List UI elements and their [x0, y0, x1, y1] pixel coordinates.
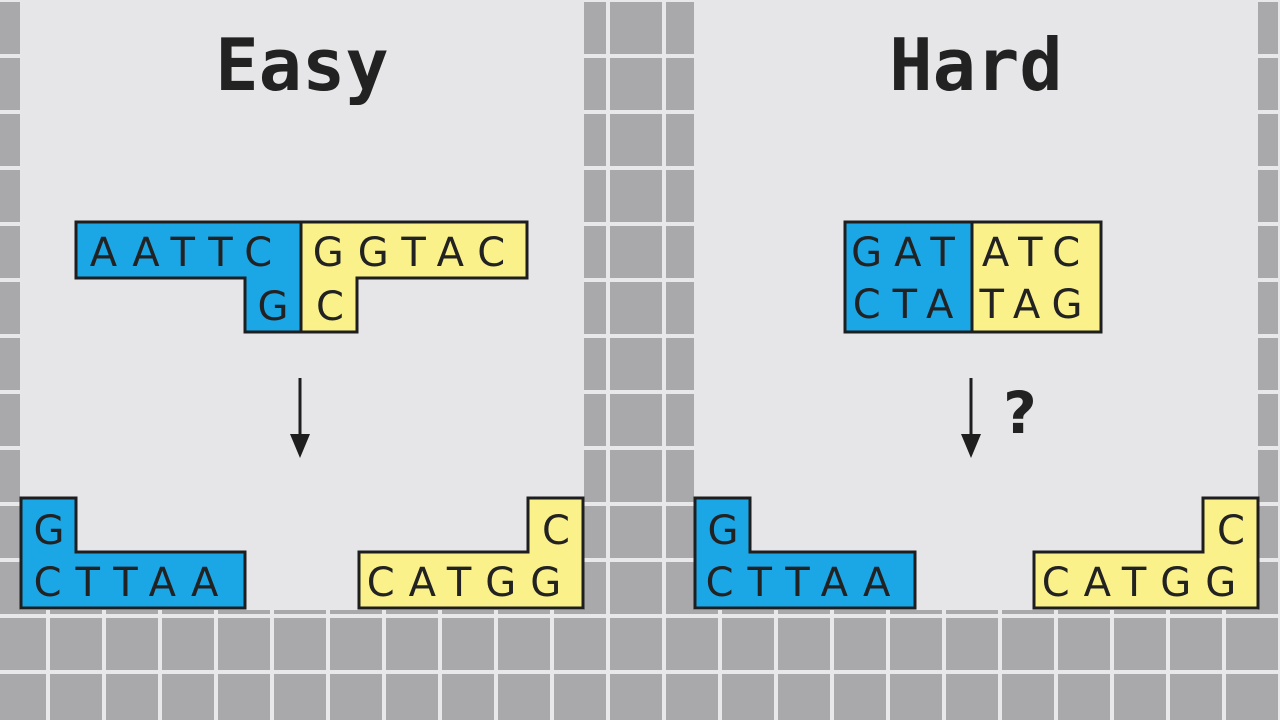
hard-title: Hard	[889, 23, 1063, 107]
easy-fallen-yellow-block	[357, 496, 585, 610]
easy-yellow-joined-block	[299, 220, 529, 334]
hard-fallen-blue-block	[693, 496, 917, 610]
easy-fallen-left-bottom: CTTAA	[34, 560, 233, 606]
easy-joined-left-bottom: G	[258, 284, 289, 330]
easy-fallen-left-top: G	[34, 508, 65, 554]
hard-fallen-right-piece: C CATGG	[1032, 496, 1260, 610]
hard-joined-left-bottom: CTA	[853, 282, 966, 328]
easy-title: Easy	[215, 23, 389, 107]
down-arrow-icon	[290, 378, 310, 458]
question-mark: ?	[1003, 379, 1037, 447]
hard-fallen-right-top: C	[1217, 508, 1245, 554]
down-arrow-icon	[961, 378, 981, 458]
hard-joined-right-top: ATC	[982, 230, 1092, 276]
hard-blue-joined-block	[843, 220, 974, 334]
hard-fallen-right-bottom: CATGG	[1042, 560, 1251, 606]
hard-fallen-left-bottom: CTTAA	[706, 560, 905, 606]
easy-joined-piece: AATTC G GGTAC C	[74, 220, 529, 334]
easy-joined-right-top: GGTAC	[313, 230, 519, 276]
hard-fallen-left-piece: G CTTAA	[693, 496, 917, 610]
easy-joined-left-top: AATTC	[90, 230, 286, 276]
easy-fallen-right-top: C	[542, 508, 570, 554]
hard-joined-piece: GAT CTA ATC TAG	[843, 220, 1103, 334]
easy-fallen-left-piece: G CTTAA	[19, 496, 247, 610]
easy-joined-right-bottom: C	[316, 284, 344, 330]
easy-fallen-right-piece: C CATGG	[357, 496, 585, 610]
hard-joined-left-top: GAT	[851, 230, 967, 276]
easy-fallen-blue-block	[19, 496, 247, 610]
hard-fallen-yellow-block	[1032, 496, 1260, 610]
hard-yellow-joined-block	[970, 220, 1103, 334]
hard-fallen-left-top: G	[708, 508, 739, 554]
hard-joined-right-bottom: TAG	[979, 282, 1095, 328]
easy-fallen-right-bottom: CATGG	[367, 560, 576, 606]
